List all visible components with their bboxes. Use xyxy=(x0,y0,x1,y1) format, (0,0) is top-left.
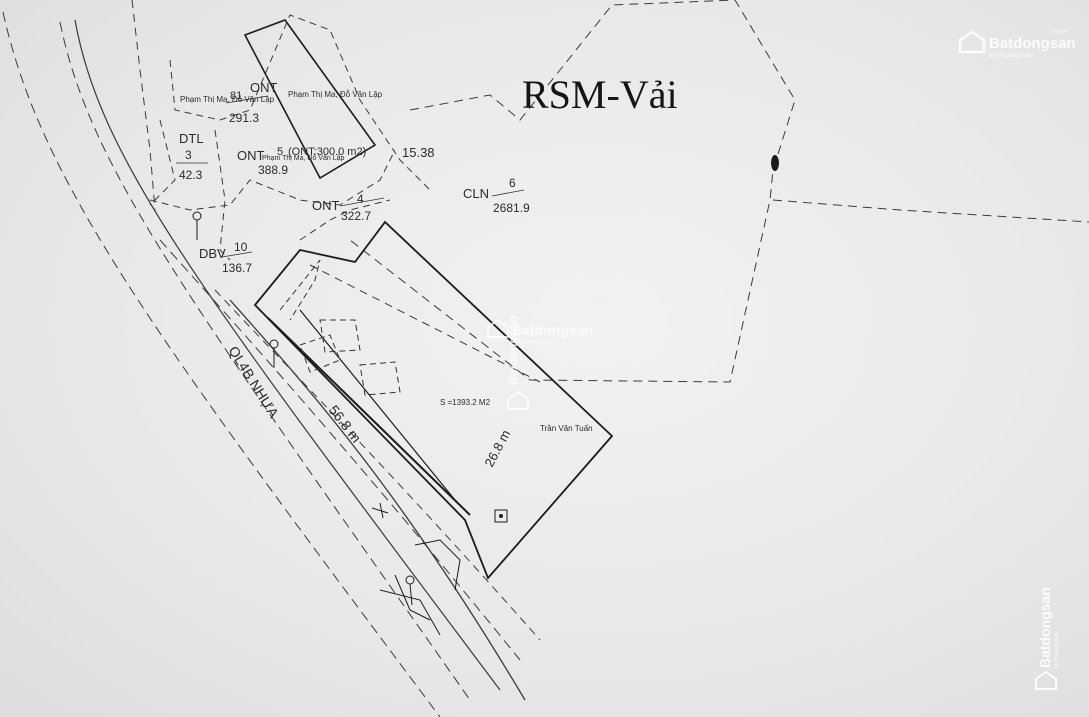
watermark-bottom-right: Batdongsan by PropertyGuru xyxy=(1035,587,1060,690)
svg-text:2681.9: 2681.9 xyxy=(493,201,530,215)
parcel-ont-4: ONT 4 322.7 xyxy=(312,192,385,223)
parcel-ont-5: 5 (ONT:300.0 m2) ONT Phạm Thị Ma, Đỗ Văn… xyxy=(237,146,366,177)
svg-text:by PropertyGuru: by PropertyGuru xyxy=(989,53,1033,59)
parcel-cln-6: CLN 6 2681.9 xyxy=(463,176,530,215)
svg-text:ONT: ONT xyxy=(312,198,340,213)
ink-mark xyxy=(771,155,779,171)
parcel-boundary-east xyxy=(772,199,1089,223)
main-lot-area: S =1393.2 M2 xyxy=(440,398,491,407)
svg-text:136.7: 136.7 xyxy=(222,261,252,275)
svg-text:ONT: ONT xyxy=(237,148,265,163)
svg-text:3: 3 xyxy=(185,148,192,162)
svg-text:Batdongsan: Batdongsan xyxy=(506,316,520,385)
house-footprint xyxy=(279,259,401,396)
svg-text:DBV: DBV xyxy=(199,246,226,261)
watermark-top-right: Batdongsan .com.vn by PropertyGuru xyxy=(958,29,1076,59)
owner-label-top: Phạm Thị Ma, Đỗ Văn Lập xyxy=(288,90,383,99)
map-title: RSM-Vải xyxy=(522,72,678,117)
svg-text:by PropertyGuru: by PropertyGuru xyxy=(514,339,551,345)
svg-text:291.3: 291.3 xyxy=(229,111,259,125)
svg-text:Batdongsan: Batdongsan xyxy=(989,35,1076,52)
svg-text:10: 10 xyxy=(234,240,248,254)
svg-text:42.3: 42.3 xyxy=(179,168,203,182)
parcel-boundary-cln xyxy=(349,0,796,383)
svg-text:Phạm Thị Ma, Đỗ Văn Lập: Phạm Thị Ma, Đỗ Văn Lập xyxy=(180,95,275,104)
svg-text:81: 81 xyxy=(230,90,242,102)
svg-text:(ONT:300.0 m2): (ONT:300.0 m2) xyxy=(288,146,366,158)
main-lot-width: 26.8 m xyxy=(481,427,513,469)
main-lot-neighbor: Trần Văn Tuấn xyxy=(540,424,593,433)
main-lot-outline xyxy=(253,220,614,580)
svg-text:5: 5 xyxy=(277,146,283,158)
svg-text:ONT: ONT xyxy=(250,80,278,95)
svg-text:Batdongsan: Batdongsan xyxy=(512,322,593,338)
watermark-center: Batdongsan by PropertyGuru Batdongsan xyxy=(487,316,593,410)
road-lines xyxy=(2,0,541,717)
parcel-dtl-3: DTL 3 42.3 xyxy=(176,131,208,182)
svg-text:6: 6 xyxy=(509,176,516,190)
svg-text:4: 4 xyxy=(357,192,364,206)
svg-text:DTL: DTL xyxy=(179,131,204,146)
svg-text:Batdongsan: Batdongsan xyxy=(1037,587,1053,668)
svg-text:Phạm Thị Ma, Đỗ Văn Lập: Phạm Thị Ma, Đỗ Văn Lập xyxy=(262,153,344,162)
upper-parcels xyxy=(149,14,431,261)
main-lot-length: 56.8 m xyxy=(326,402,365,446)
edge-length-label: 15.38 xyxy=(402,145,435,160)
svg-text:322.7: 322.7 xyxy=(341,209,371,223)
svg-text:.com.vn: .com.vn xyxy=(1050,29,1068,35)
svg-text:CLN: CLN xyxy=(463,186,489,201)
svg-text:by PropertyGuru: by PropertyGuru xyxy=(1054,631,1060,668)
parcel-ont-81: ONT 81 291.3 Phạm Thị Ma, Đỗ Văn Lập xyxy=(180,80,278,125)
road-markers xyxy=(192,211,508,636)
parcel-dbv-10: DBV 10 136.7 xyxy=(199,240,252,275)
parcel-highlight-top xyxy=(243,19,377,180)
svg-text:388.9: 388.9 xyxy=(258,163,288,177)
